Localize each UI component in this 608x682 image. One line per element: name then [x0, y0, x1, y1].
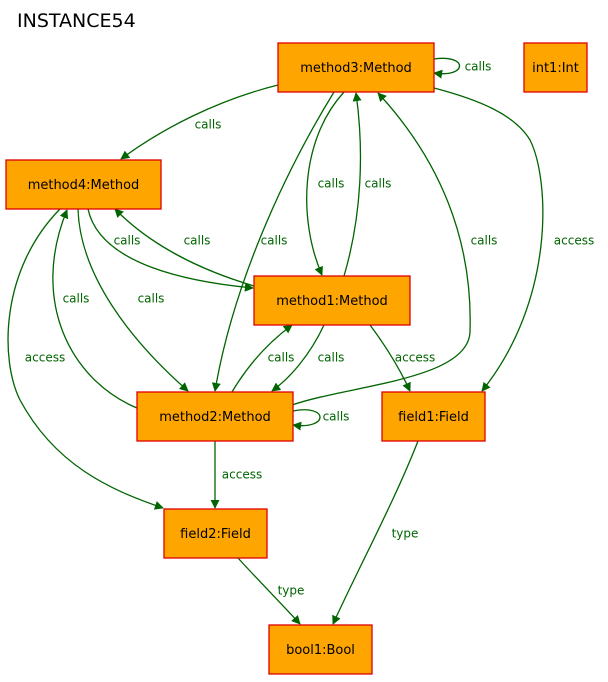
edge-label: type [392, 527, 419, 541]
edge-line [291, 92, 471, 406]
edge-label: type [278, 584, 305, 598]
edge-label: calls [318, 177, 345, 191]
edge-line [237, 557, 301, 625]
edge-line [87, 208, 254, 292]
edge-line [306, 91, 345, 276]
edge-line [369, 324, 411, 392]
edge-line [114, 208, 255, 287]
edge-method3-to-field1: access [433, 87, 594, 392]
edge-label: access [222, 468, 262, 482]
edge-line [332, 440, 419, 625]
edge-method2-to-method3: calls [291, 92, 498, 406]
edge-label: calls [261, 234, 288, 248]
node-label: int1:Int [532, 61, 579, 76]
edge-label: calls [268, 351, 295, 365]
node-label: method3:Method [300, 61, 412, 76]
edge-method4-to-method2: calls [77, 208, 189, 392]
edge-method3-to-method3: calls [433, 57, 492, 79]
edge-label: calls [323, 410, 350, 424]
edge-field1-to-bool1: type [332, 440, 419, 625]
node-method3[interactable]: method3:Method [277, 42, 435, 93]
edge-label: access [395, 351, 435, 365]
edge-line [77, 208, 189, 392]
edge-label: access [554, 234, 594, 248]
edge-method4-to-field2: access [7, 208, 164, 510]
edge-line [433, 87, 544, 392]
edge-line [231, 324, 293, 393]
node-box[interactable] [523, 42, 588, 93]
node-label: field1:Field [398, 410, 469, 425]
edge-line [120, 84, 279, 160]
edge-label: calls [365, 177, 392, 191]
edge-line [7, 208, 164, 510]
edge-line [211, 91, 335, 392]
edge-line [271, 324, 325, 392]
node-box[interactable] [5, 159, 162, 210]
edge-line [343, 92, 362, 277]
nodes-layer: method3:Method int1:Int method4:Method meth… [5, 42, 588, 675]
edge-label: access [25, 351, 65, 365]
edge-method2-to-field2: access [210, 441, 262, 509]
edge-method4-to-method1: calls [87, 208, 254, 292]
node-method2[interactable]: method2:Method [136, 391, 294, 442]
node-box[interactable] [253, 275, 411, 326]
edge-method1-to-method4: calls [114, 208, 255, 287]
node-int1[interactable]: int1:Int [523, 42, 588, 93]
node-label: method4:Method [28, 178, 140, 193]
node-label: bool1:Bool [286, 643, 355, 658]
node-box[interactable] [277, 42, 435, 93]
edge-method2-to-method4: calls [52, 209, 138, 409]
node-label: field2:Field [180, 527, 251, 542]
node-field1[interactable]: field1:Field [381, 391, 486, 442]
edge-label: calls [184, 234, 211, 248]
edge-label: calls [318, 351, 345, 365]
edge-method3-to-method1: calls [306, 91, 345, 276]
node-box[interactable] [268, 624, 373, 675]
node-label: method1:Method [276, 294, 388, 309]
edge-line [433, 57, 461, 79]
node-box[interactable] [381, 391, 486, 442]
node-label: method2:Method [159, 410, 271, 425]
edge-label: calls [138, 292, 165, 306]
node-field2[interactable]: field2:Field [163, 508, 268, 559]
edge-method1-to-method2: calls [271, 324, 345, 392]
edge-label: calls [195, 118, 222, 132]
edge-line [52, 209, 138, 409]
node-bool1[interactable]: bool1:Bool [268, 624, 373, 675]
edge-label: calls [465, 60, 492, 74]
edge-method1-to-field1: access [369, 324, 435, 392]
node-box[interactable] [136, 391, 294, 442]
node-method1[interactable]: method1:Method [253, 275, 411, 326]
edge-method2-to-method1: calls [231, 324, 295, 393]
edge-method2-to-method2: calls [292, 409, 350, 431]
edge-line [292, 409, 321, 431]
node-method4[interactable]: method4:Method [5, 159, 162, 210]
diagram-title: INSTANCE54 [17, 10, 136, 32]
edge-method3-to-method2: calls [211, 91, 335, 392]
node-box[interactable] [163, 508, 268, 559]
edge-method1-to-method3: calls [343, 92, 392, 277]
edge-field2-to-bool1: type [237, 557, 305, 625]
edge-label: calls [471, 234, 498, 248]
edge-label: calls [114, 234, 141, 248]
edge-method3-to-method4: calls [120, 84, 279, 160]
edges-layer: calls calls calls calls calls calls access call… [7, 57, 594, 625]
edge-label: calls [63, 292, 90, 306]
